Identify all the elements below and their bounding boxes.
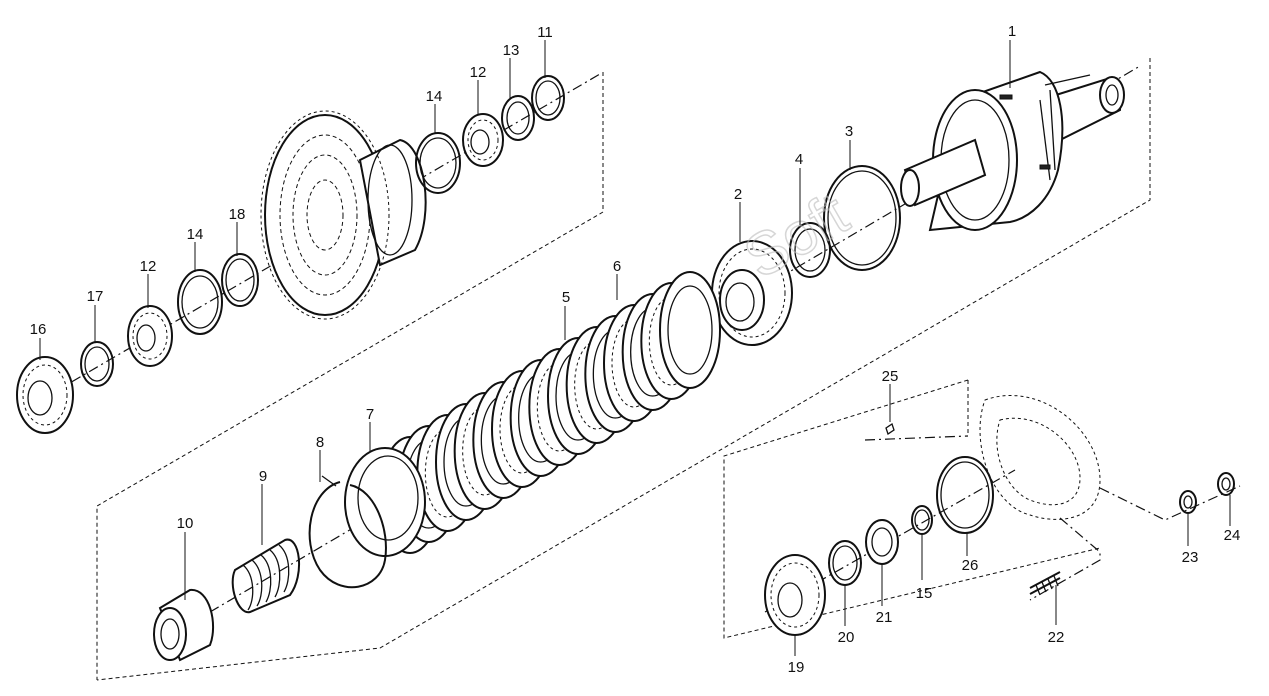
callout-16: 16 (30, 321, 47, 338)
callout-7: 7 (366, 406, 374, 423)
gear-assembly (260, 110, 427, 320)
callout-17: 17 (87, 288, 104, 305)
callout-22: 22 (1048, 629, 1065, 646)
callout-9: 9 (259, 468, 267, 485)
callout-15: 15 (916, 585, 933, 602)
part-10-sleeve (153, 588, 215, 662)
leader-lines (39, 40, 1231, 656)
callout-13: 13 (503, 42, 520, 59)
callout-5: 5 (562, 289, 570, 306)
part-1-clutch-drum (900, 70, 1125, 232)
callout-1: 1 (1008, 23, 1016, 40)
callout-18: 18 (229, 206, 246, 223)
assembly-frame-lines (96, 58, 1151, 681)
callout-8: 8 (316, 434, 324, 451)
part-4-retaining-ring (789, 222, 831, 278)
callout-21: 21 (876, 609, 893, 626)
part-8-snap-ring (308, 475, 387, 589)
callout-26: 26 (962, 557, 979, 574)
part-9-spring (231, 538, 301, 614)
callout-6: 6 (613, 258, 621, 275)
callout-25: 25 (882, 368, 899, 385)
callout-3: 3 (845, 123, 853, 140)
callout-12-lower: 12 (140, 258, 157, 275)
callout-24: 24 (1224, 527, 1241, 544)
lower-right-group (764, 395, 1235, 636)
callout-labels: 1 2 3 4 5 6 7 8 9 10 11 13 12 14 18 14 1… (30, 23, 1241, 676)
callout-23: 23 (1182, 549, 1199, 566)
clutch-disc (659, 271, 721, 389)
parts-5-6-clutch-disc-stack (379, 271, 721, 554)
upper-rings (16, 75, 565, 434)
clutch-disc-inner (667, 285, 713, 375)
callout-14-upper: 14 (426, 88, 443, 105)
callout-2: 2 (734, 186, 742, 203)
part-2-bearing (711, 240, 793, 346)
callout-12-upper: 12 (470, 64, 487, 81)
callout-20: 20 (838, 629, 855, 646)
callout-19: 19 (788, 659, 805, 676)
callout-14-lower: 14 (187, 226, 204, 243)
callout-4: 4 (795, 151, 803, 168)
callout-10: 10 (177, 515, 194, 532)
part-3-snap-ring (823, 165, 901, 271)
callout-11: 11 (537, 24, 553, 41)
